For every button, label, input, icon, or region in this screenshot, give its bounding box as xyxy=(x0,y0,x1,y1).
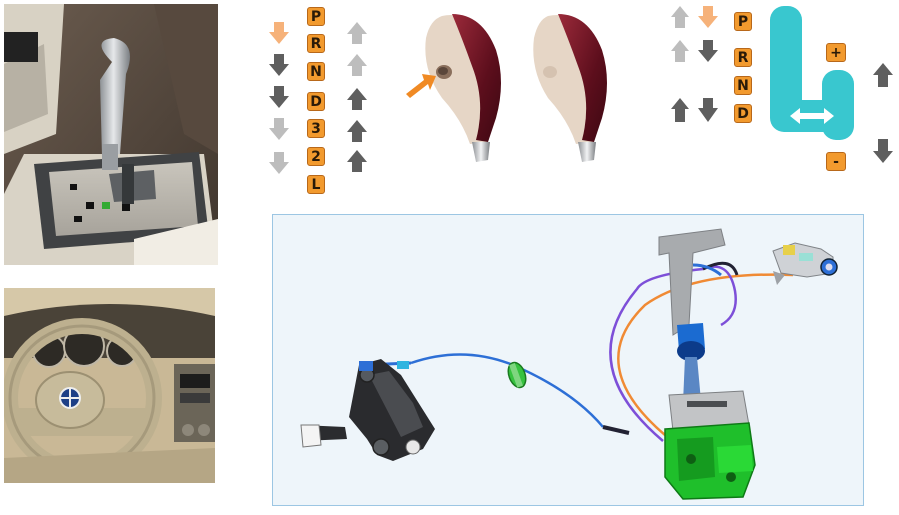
shift-knob-image xyxy=(526,10,622,170)
left-gear-badge-l: L xyxy=(307,175,325,194)
left-gear-badge-d: D xyxy=(307,92,325,111)
inhibitor-switch-part xyxy=(300,359,435,461)
shift-mechanism-diagram xyxy=(272,214,864,506)
solenoid-connector-part xyxy=(772,242,838,285)
shift-lever-assembly-part xyxy=(658,228,756,500)
shift-knob-with-button-image xyxy=(402,10,510,170)
dashboard-steering-wheel-photo xyxy=(4,288,215,483)
left-gear-badge-2: 2 xyxy=(307,147,325,166)
arrow-down-icon xyxy=(269,22,289,44)
manual-minus-badge: - xyxy=(826,152,846,171)
manual-up-arrow-icon xyxy=(872,62,894,88)
right-gear-badge-r: R xyxy=(734,48,752,67)
left-gate-arrows-right xyxy=(346,20,368,180)
right-gear-badge-n: N xyxy=(734,76,752,95)
right-gate-arrows xyxy=(670,4,722,128)
left-gate-arrows-left xyxy=(268,20,290,180)
shift-gate-pattern xyxy=(764,4,860,144)
manual-down-arrow-icon xyxy=(872,138,894,164)
right-gear-badge-p: P xyxy=(734,12,752,31)
left-gear-badge-3: 3 xyxy=(307,119,325,138)
shifter-console-photo xyxy=(4,4,218,265)
left-gear-badge-r: R xyxy=(307,34,325,53)
right-gear-badge-d: D xyxy=(734,104,752,123)
double-arrow-icon xyxy=(790,108,834,124)
left-gear-badge-p: P xyxy=(307,7,325,26)
manual-plus-badge: + xyxy=(826,43,846,62)
left-gear-badge-n: N xyxy=(307,62,325,81)
